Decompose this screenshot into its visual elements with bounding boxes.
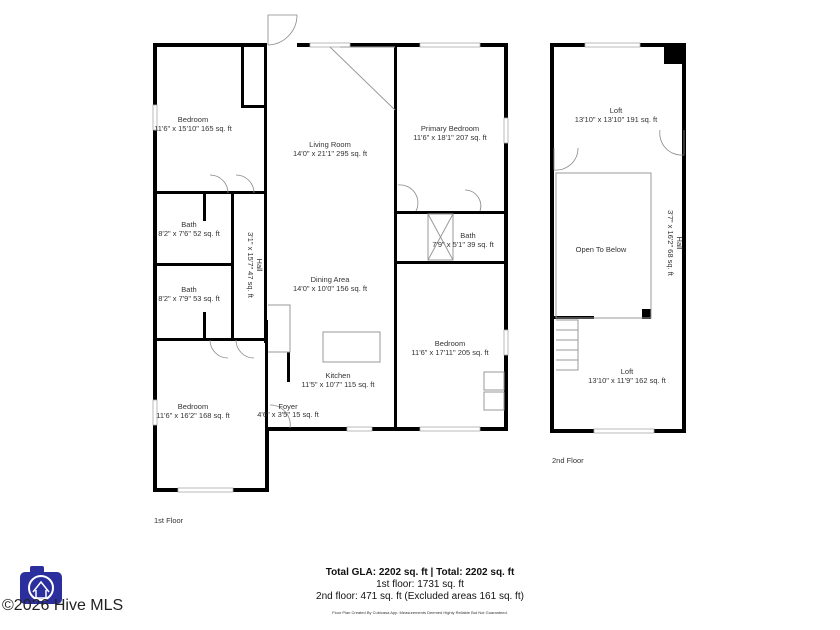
room-name: Loft bbox=[610, 106, 623, 115]
room-name: Open To Below bbox=[576, 245, 627, 254]
room-name: Bedroom bbox=[178, 402, 208, 411]
room-name: Bedroom bbox=[435, 339, 465, 348]
first-floor-walls bbox=[152, 14, 685, 493]
room-name: Bath bbox=[460, 231, 475, 240]
room-dims: 8'2" x 7'6" 52 sq. ft bbox=[158, 229, 220, 238]
room-dims: 3'1" x 15'7" 47 sq. ft bbox=[246, 232, 255, 299]
room-name: Bath bbox=[181, 285, 196, 294]
area-summary: Total GLA: 2202 sq. ft | Total: 2202 sq.… bbox=[316, 567, 524, 615]
room-name: Bath bbox=[181, 220, 196, 229]
room-name: Foyer bbox=[278, 402, 298, 411]
room-dims: 4'6" x 3'5" 15 sq. ft bbox=[257, 410, 319, 419]
second-floor-labels: Loft 13'10" x 13'10" 191 sq. ft Open To … bbox=[552, 106, 684, 465]
room-dims: 11'6" x 16'2" 168 sq. ft bbox=[156, 411, 230, 420]
total-area: Total GLA: 2202 sq. ft | Total: 2202 sq.… bbox=[326, 567, 515, 578]
disclaimer: Floor Plan Created By Cubicasa App. Meas… bbox=[332, 610, 508, 615]
floor-label: 2nd Floor bbox=[552, 456, 584, 465]
room-name: Dining Area bbox=[311, 275, 351, 284]
room-dims: 3'7" x 16'2" 68 sq. ft bbox=[666, 210, 675, 277]
room-dims: 7'9" x 5'1" 39 sq. ft bbox=[432, 240, 494, 249]
watermark-text: ©2026 Hive MLS bbox=[2, 597, 123, 614]
room-dims: 11'6" x 15'10" 165 sq. ft bbox=[154, 124, 233, 133]
first-floor-area: 1st floor: 1731 sq. ft bbox=[376, 579, 464, 590]
second-floor-walls bbox=[550, 42, 686, 434]
room-name: Kitchen bbox=[325, 371, 350, 380]
room-name: Living Room bbox=[309, 140, 351, 149]
room-dims: 13'10" x 11'9" 162 sq. ft bbox=[588, 376, 667, 385]
first-floor-labels: Bedroom 11'6" x 15'10" 165 sq. ft Living… bbox=[154, 115, 495, 525]
room-dims: 11'5" x 10'7" 115 sq. ft bbox=[302, 380, 376, 389]
room-name: Hall bbox=[255, 259, 264, 272]
room-dims: 11'6" x 17'11" 205 sq. ft bbox=[411, 348, 489, 357]
watermark: ©2026 Hive MLS bbox=[2, 566, 123, 614]
room-dims: 14'0" x 10'0" 156 sq. ft bbox=[293, 284, 368, 293]
camera-house-logo-icon bbox=[20, 566, 62, 604]
room-name: Bedroom bbox=[178, 115, 208, 124]
floor-label: 1st Floor bbox=[154, 516, 184, 525]
room-name: Loft bbox=[621, 367, 634, 376]
room-dims: 8'2" x 7'9" 53 sq. ft bbox=[158, 294, 220, 303]
room-name: Hall bbox=[675, 237, 684, 250]
room-name: Primary Bedroom bbox=[421, 124, 479, 133]
room-dims: 13'10" x 13'10" 191 sq. ft bbox=[575, 115, 658, 124]
room-dims: 14'0" x 21'1" 295 sq. ft bbox=[293, 149, 368, 158]
room-dims: 11'6" x 18'1" 207 sq. ft bbox=[413, 133, 487, 142]
second-floor-area: 2nd floor: 471 sq. ft (Excluded areas 16… bbox=[316, 591, 524, 602]
